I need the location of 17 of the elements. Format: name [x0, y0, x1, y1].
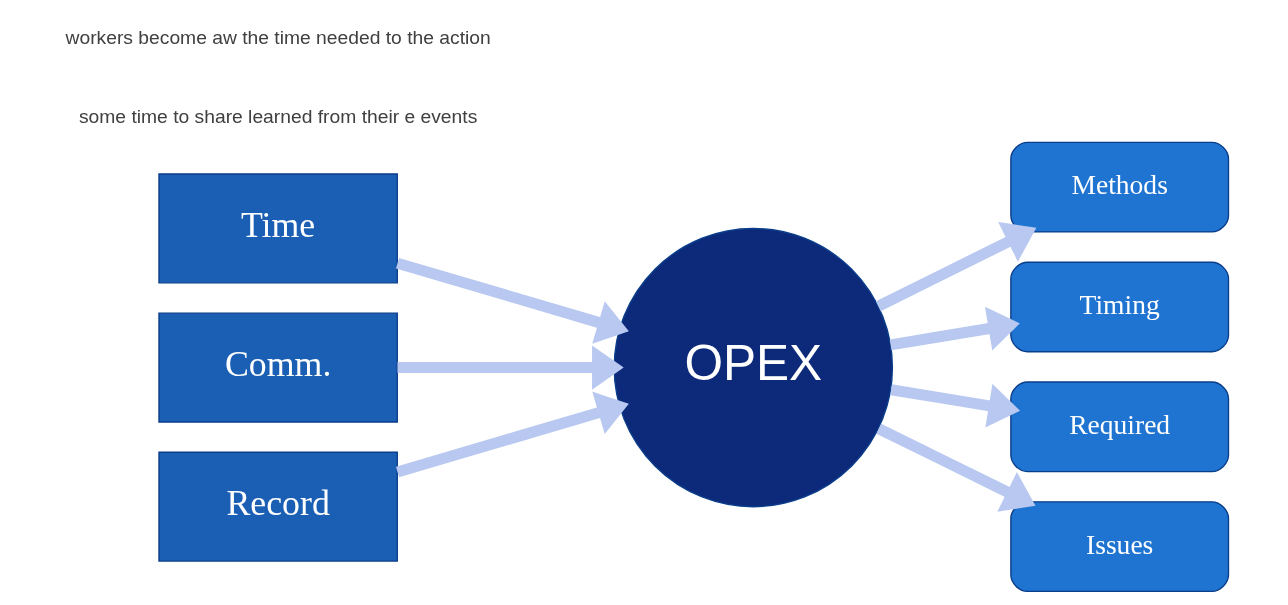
arrow: [889, 306, 1020, 351]
label: some time to share learned from their e events: [78, 106, 477, 128]
label: workers become aw the time needed to the action: [65, 26, 491, 48]
arrow: [875, 222, 1036, 312]
arrow: [397, 345, 624, 390]
node-box: Timing: [1009, 261, 1229, 353]
arrow: [889, 383, 1020, 428]
node-box: Time: [157, 173, 398, 284]
node-box: Required: [1009, 381, 1229, 473]
arrow: [395, 257, 629, 344]
node-box: Comm.: [157, 312, 398, 423]
node-box: Methods: [1009, 141, 1229, 233]
arrow: [395, 391, 629, 478]
node-box: Record: [157, 451, 398, 562]
arrow: [875, 423, 1035, 512]
node-circle: OPEX: [613, 227, 893, 508]
node-box: Issues: [1009, 501, 1229, 593]
